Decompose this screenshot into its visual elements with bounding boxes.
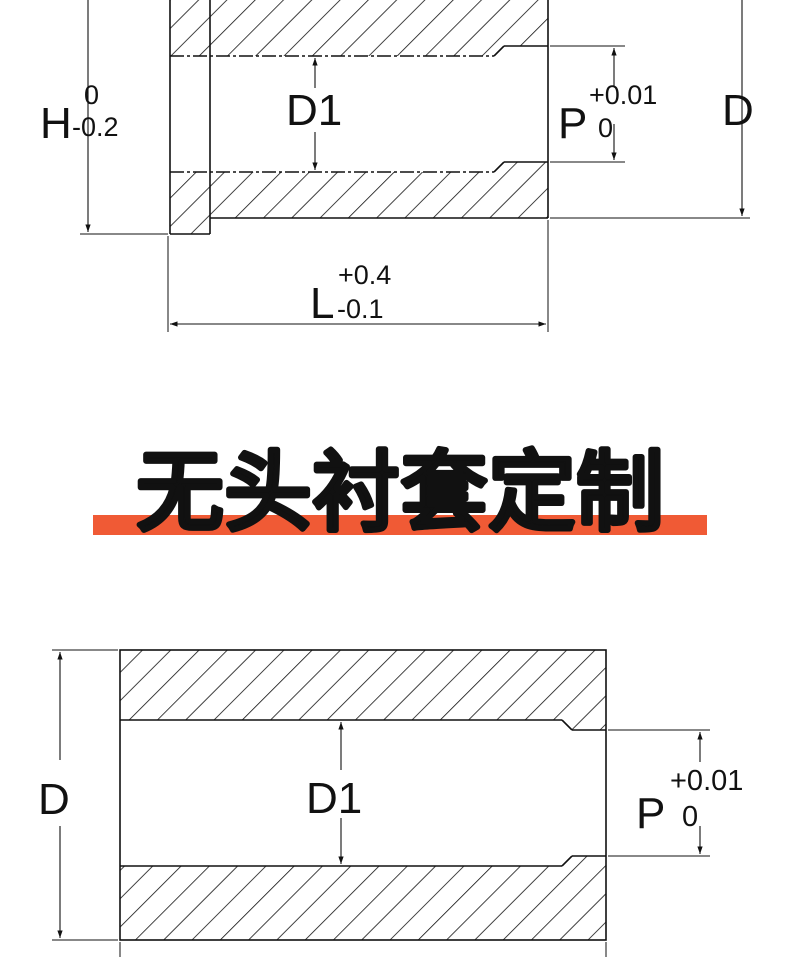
top-extension-lines [80,45,750,332]
top-bushing-drawing: H 0 -0.2 D1 P +0.01 0 D L +0.4 -0.1 [40,0,754,332]
page-title: 无头衬套定制 [136,441,664,544]
d-label-bottom: D [38,775,70,824]
p-upper-tolerance-bottom: +0.01 [670,765,743,797]
p-label-bottom: P [636,789,665,838]
bottom-dimension-lines [57,652,703,938]
l-upper-tolerance: +0.4 [338,260,391,290]
bottom-extension-lines [52,649,710,957]
l-lower-tolerance: -0.1 [337,294,384,324]
bottom-bushing-drawing: D D1 P +0.01 0 [38,649,743,957]
d-label-top: D [722,86,754,135]
p-lower-tolerance-bottom: 0 [682,801,698,833]
top-dimension-lines [85,0,745,327]
bottom-wall-hatch [170,162,548,234]
title-banner: 无头衬套定制 [93,440,707,546]
l-label: L [310,279,334,328]
p-upper-tolerance-top: +0.01 [589,80,657,110]
top-wall-hatch [170,0,548,56]
top-outline [169,0,549,235]
d1-label-top: D1 [286,86,342,135]
title-underline [93,515,707,535]
d1-label-bottom: D1 [306,774,362,823]
h-label: H [40,99,72,148]
p-lower-tolerance-top: 0 [598,113,613,143]
h-upper-tolerance: 0 [84,80,99,110]
bottom-outline [119,649,607,941]
bottom-top-wall-hatch [120,650,606,730]
p-label-top: P [558,99,587,148]
bottom-bottom-wall-hatch [120,856,606,940]
h-lower-tolerance: -0.2 [72,112,119,142]
